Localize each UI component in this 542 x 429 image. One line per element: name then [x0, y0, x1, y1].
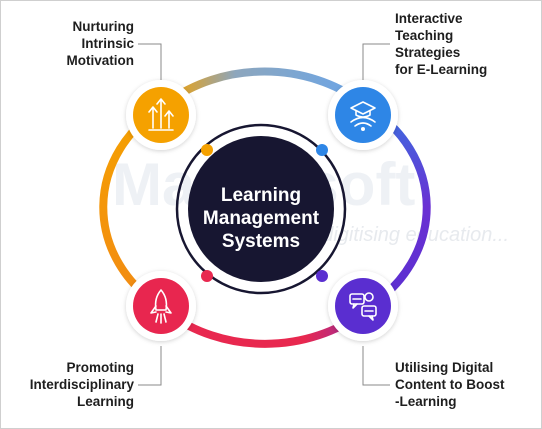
ring-dot-top-left	[201, 144, 213, 156]
inner-ring	[175, 123, 347, 295]
wifi-graduation-cap-icon	[350, 101, 376, 132]
ring-arc-top	[165, 67, 364, 106]
watermark-tagline: ... digitising education...	[300, 224, 510, 246]
chat-bubbles-icon	[349, 292, 377, 321]
leader-line-top-right	[362, 43, 390, 80]
center-title: Learning Management Systems	[202, 185, 320, 252]
leader-line-bottom-right	[362, 346, 390, 386]
ring-dot-bottom-left	[201, 270, 213, 282]
growth-arrows-icon	[148, 98, 174, 131]
ring-dot-bottom-right	[316, 270, 328, 282]
leader-line-top-left	[138, 43, 162, 80]
ring-arc-right	[367, 104, 431, 309]
ring-dot-top-right	[316, 144, 328, 156]
leader-line-bottom-left	[138, 346, 162, 386]
rocket-icon	[150, 289, 172, 324]
label-digital-content: Utilising Digital Content to Boost -Lear…	[395, 360, 505, 409]
label-motivation: Nurturing Intrinsic Motivation	[66, 19, 135, 68]
label-interactive-teaching: Interactive Teaching Strategies for E-Le…	[395, 11, 488, 77]
center-circle	[188, 136, 334, 282]
node-interdisciplinary	[126, 271, 196, 341]
label-interdisciplinary: Promoting Interdisciplinary Learning	[29, 360, 134, 409]
node-interactive-teaching	[328, 80, 398, 150]
